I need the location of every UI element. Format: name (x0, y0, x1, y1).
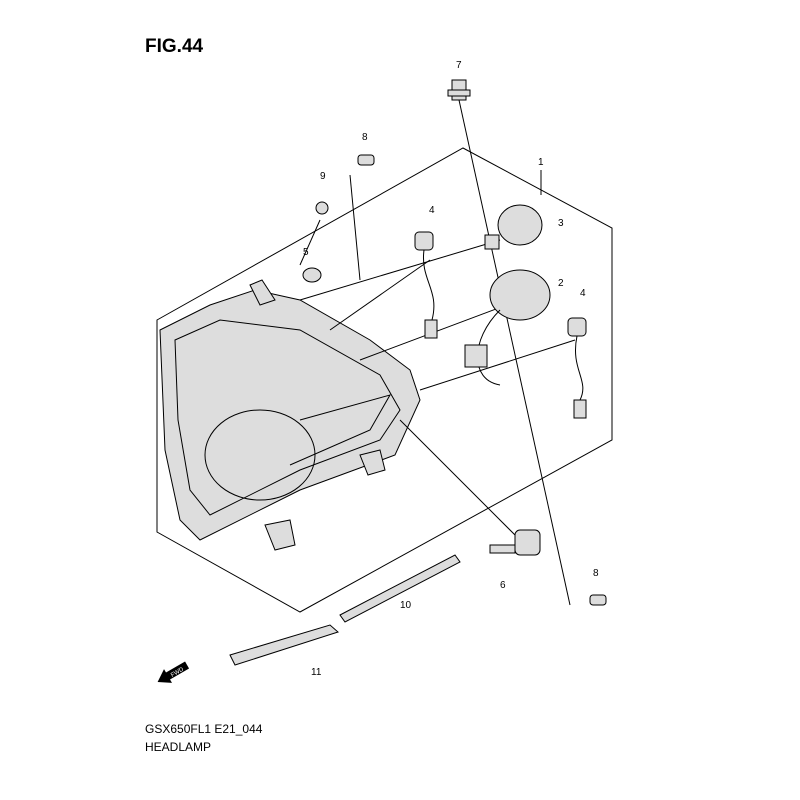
bulb-6 (489, 529, 541, 556)
screw-9 (315, 201, 329, 215)
headlamp-housing (159, 279, 421, 551)
callout-label: 8 (593, 568, 599, 579)
callout-label: 3 (558, 218, 564, 229)
callout-label: 8 (362, 132, 368, 143)
trim-10 (339, 554, 461, 623)
callout-labels: 7 8 1 9 4 3 5 2 4 6 8 10 11 (303, 60, 599, 678)
assembly-outline (156, 147, 613, 613)
callout-label: 11 (311, 667, 322, 678)
callout-label: 4 (429, 205, 435, 216)
leader-lines (299, 99, 576, 606)
cover-3 (484, 204, 543, 250)
callout-label: 1 (538, 157, 544, 168)
figure-title: FIG.44 (145, 36, 204, 57)
figure-code: GSX650FL1 E21_044 (145, 722, 263, 736)
callout-label: 2 (558, 278, 564, 289)
cover-2 (464, 269, 551, 386)
grommet-5 (302, 267, 322, 283)
trim-11 (229, 624, 339, 666)
callout-label: 4 (580, 288, 586, 299)
callout-label: 6 (500, 580, 506, 591)
bulb-8-bottom (589, 594, 607, 606)
bulb-8-top (357, 154, 375, 166)
fwd-arrow-icon: FWD (157, 661, 190, 683)
callout-label: 5 (303, 247, 309, 258)
figure-name: HEADLAMP (145, 740, 212, 754)
bulb-7 (447, 79, 471, 101)
socket-4-right (567, 317, 587, 419)
callout-label: 10 (400, 600, 412, 611)
callout-label: 9 (320, 171, 326, 182)
socket-4-left (414, 231, 438, 339)
callout-label: 7 (456, 60, 462, 71)
